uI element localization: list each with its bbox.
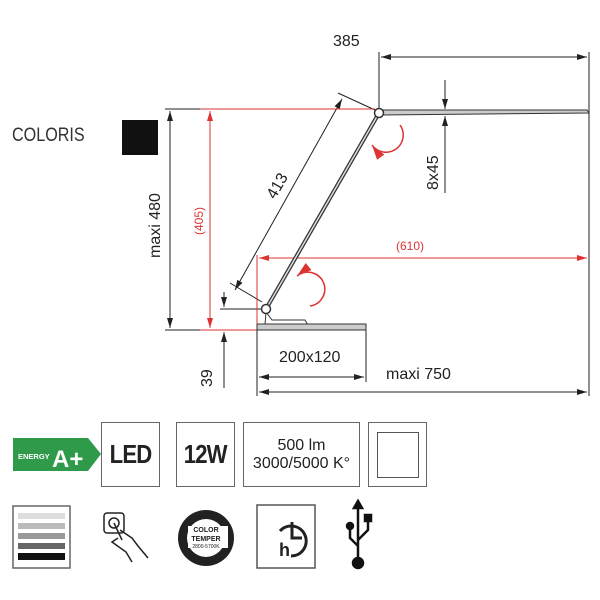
label-maxi-480: maxi 480 [147, 193, 164, 258]
lumen-value: 500 lm [277, 436, 326, 454]
svg-text:A+: A+ [52, 446, 83, 473]
square-icon [376, 431, 419, 478]
energy-label-icon: ENERGY A+ [13, 438, 101, 473]
dim-413 [234, 98, 343, 291]
svg-text:COLOR: COLOR [193, 527, 218, 534]
touch-switch-icon [103, 512, 149, 563]
power-badge: 12W [176, 422, 235, 487]
dimmer-levels-icon [12, 505, 71, 569]
label-maxi-750: maxi 750 [386, 366, 451, 383]
label-610: (610) [396, 239, 424, 253]
rotate-arrow-top [371, 124, 404, 160]
svg-text:2800-5700K: 2800-5700K [192, 544, 220, 550]
label-413: 413 [264, 170, 292, 202]
label-385: 385 [333, 33, 360, 50]
svg-text:ENERGY: ENERGY [18, 452, 50, 461]
color-temp-value: 3000/5000 K° [252, 454, 351, 472]
timer-icon: h [256, 504, 316, 569]
color-temper-icon: COLOR TEMPER 2800-5700K [178, 510, 234, 566]
lamp-body [256, 107, 590, 331]
svg-text:TEMPER: TEMPER [191, 536, 220, 543]
lumen-color-temp-badge: 500 lm 3000/5000 K° [243, 422, 360, 487]
color-swatch-black [122, 120, 158, 155]
coloris-label: COLORIS [12, 125, 85, 146]
label-200x120: 200x120 [279, 349, 340, 366]
square-shape-badge [368, 422, 427, 487]
svg-text:h: h [279, 540, 290, 560]
label-8x45: 8x45 [425, 155, 442, 190]
rotate-arrow-bottom [296, 263, 326, 307]
label-39: 39 [199, 369, 216, 387]
usb-icon [345, 498, 373, 570]
label-405: (405) [192, 207, 206, 235]
led-badge: LED [101, 422, 160, 487]
